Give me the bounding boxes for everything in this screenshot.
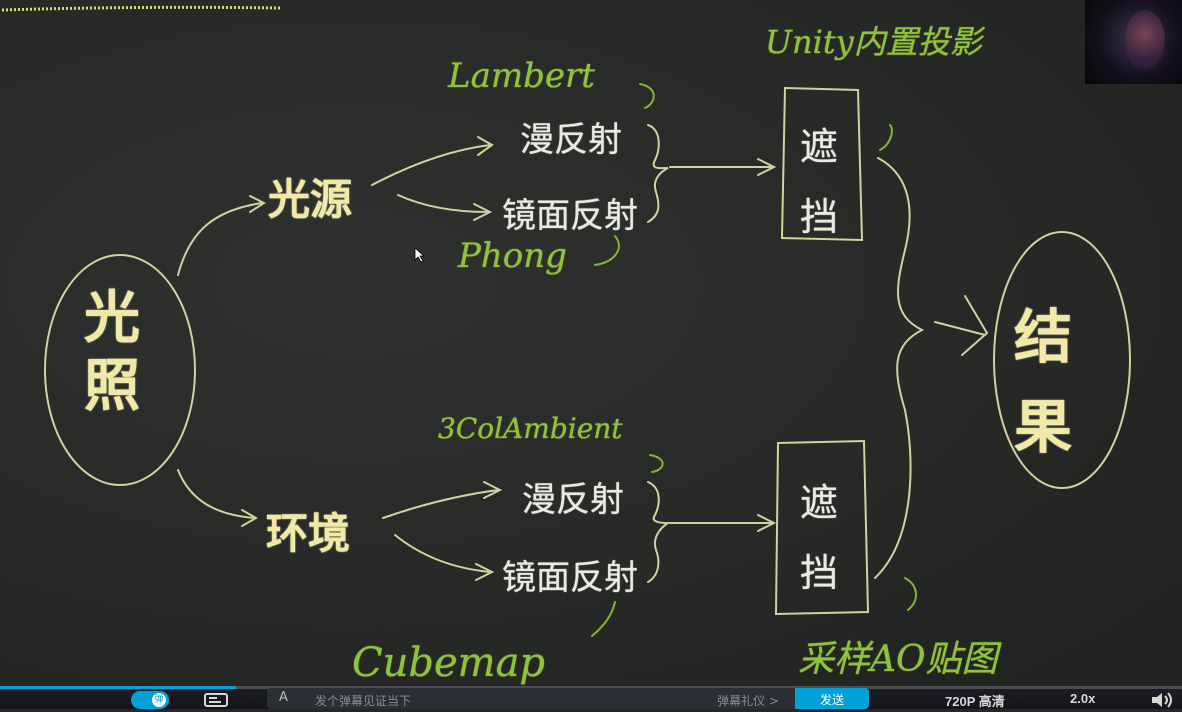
danmaku-etiquette-link[interactable]: 弹幕礼仪 >	[717, 694, 779, 708]
volume-icon[interactable]	[1150, 691, 1176, 709]
webcam-overlay	[1085, 0, 1182, 84]
presenter-face	[1125, 10, 1165, 70]
occlusion-top-box	[780, 86, 864, 242]
arrow-brace-to-result	[934, 321, 986, 336]
root-ellipse	[44, 254, 196, 486]
arrow-root-to-light	[177, 202, 263, 276]
arrow-light-to-specular	[397, 194, 489, 213]
note-cubemap: Cubemap	[352, 640, 546, 686]
brace-bottom	[647, 481, 672, 583]
node-lighting-text: 光照	[84, 286, 140, 419]
ao-hook	[904, 577, 917, 611]
note-unity-shadow: Unity内置投影	[765, 23, 982, 61]
arrow-env-to-diffuse	[382, 489, 499, 519]
node-diffuse-bottom: 漫反射	[522, 480, 624, 520]
note-phong: Phong	[458, 236, 567, 276]
brace-to-result	[874, 157, 925, 579]
send-button[interactable]: 发送	[795, 688, 869, 709]
occlusion-bottom-box	[774, 439, 870, 616]
node-result: 结果	[1014, 303, 1073, 461]
danmaku-toggle-icon: 弹	[152, 693, 166, 707]
node-environment: 环境	[266, 509, 351, 558]
arrow-light-to-diffuse	[371, 144, 491, 186]
ambient-hook	[649, 454, 664, 473]
phong-hook	[594, 235, 620, 266]
node-lighting: 光照	[80, 285, 144, 421]
danmaku-settings-icon[interactable]	[203, 692, 231, 708]
note-lambert: Lambert	[448, 56, 595, 96]
danmaku-input[interactable]: A 发个弹幕见证当下 弹幕礼仪 >	[267, 688, 795, 709]
cubemap-hook	[591, 601, 616, 637]
danmaku-placeholder: 发个弹幕见证当下	[315, 694, 412, 708]
result-ellipse	[993, 231, 1131, 489]
note-3col-ambient: 3ColAmbient	[438, 412, 623, 445]
brace-top	[647, 124, 669, 223]
mouse-cursor	[414, 247, 426, 263]
speed-selector[interactable]: 2.0x	[1070, 691, 1096, 706]
unity-hook	[879, 124, 893, 151]
quality-selector[interactable]: 720P 高清	[945, 694, 1005, 709]
note-ao-map: 采样AO贴图	[798, 639, 998, 680]
node-specular-top: 镜面反射	[502, 196, 638, 236]
progress-fill	[0, 686, 237, 689]
node-occlusion-top: 遮挡	[800, 125, 839, 239]
node-specular-bottom: 镜面反射	[502, 558, 638, 598]
progress-bar[interactable]	[0, 686, 1182, 689]
arrow-env-to-specular	[394, 534, 491, 573]
lambert-hook	[639, 83, 655, 109]
player-control-bar: 弹 A 发个弹幕见证当下 弹幕礼仪 > 发送 720P 高清 2.0x	[0, 686, 1182, 709]
node-occlusion-bottom: 遮挡	[800, 481, 839, 595]
node-light-source: 光源	[268, 175, 353, 224]
danmaku-toggle-button[interactable]: 弹	[131, 691, 169, 709]
progress-dots	[0, 0, 285, 16]
font-a-icon[interactable]: A	[279, 690, 288, 705]
arrow-root-to-env	[177, 469, 256, 519]
node-diffuse-top: 漫反射	[520, 120, 622, 160]
